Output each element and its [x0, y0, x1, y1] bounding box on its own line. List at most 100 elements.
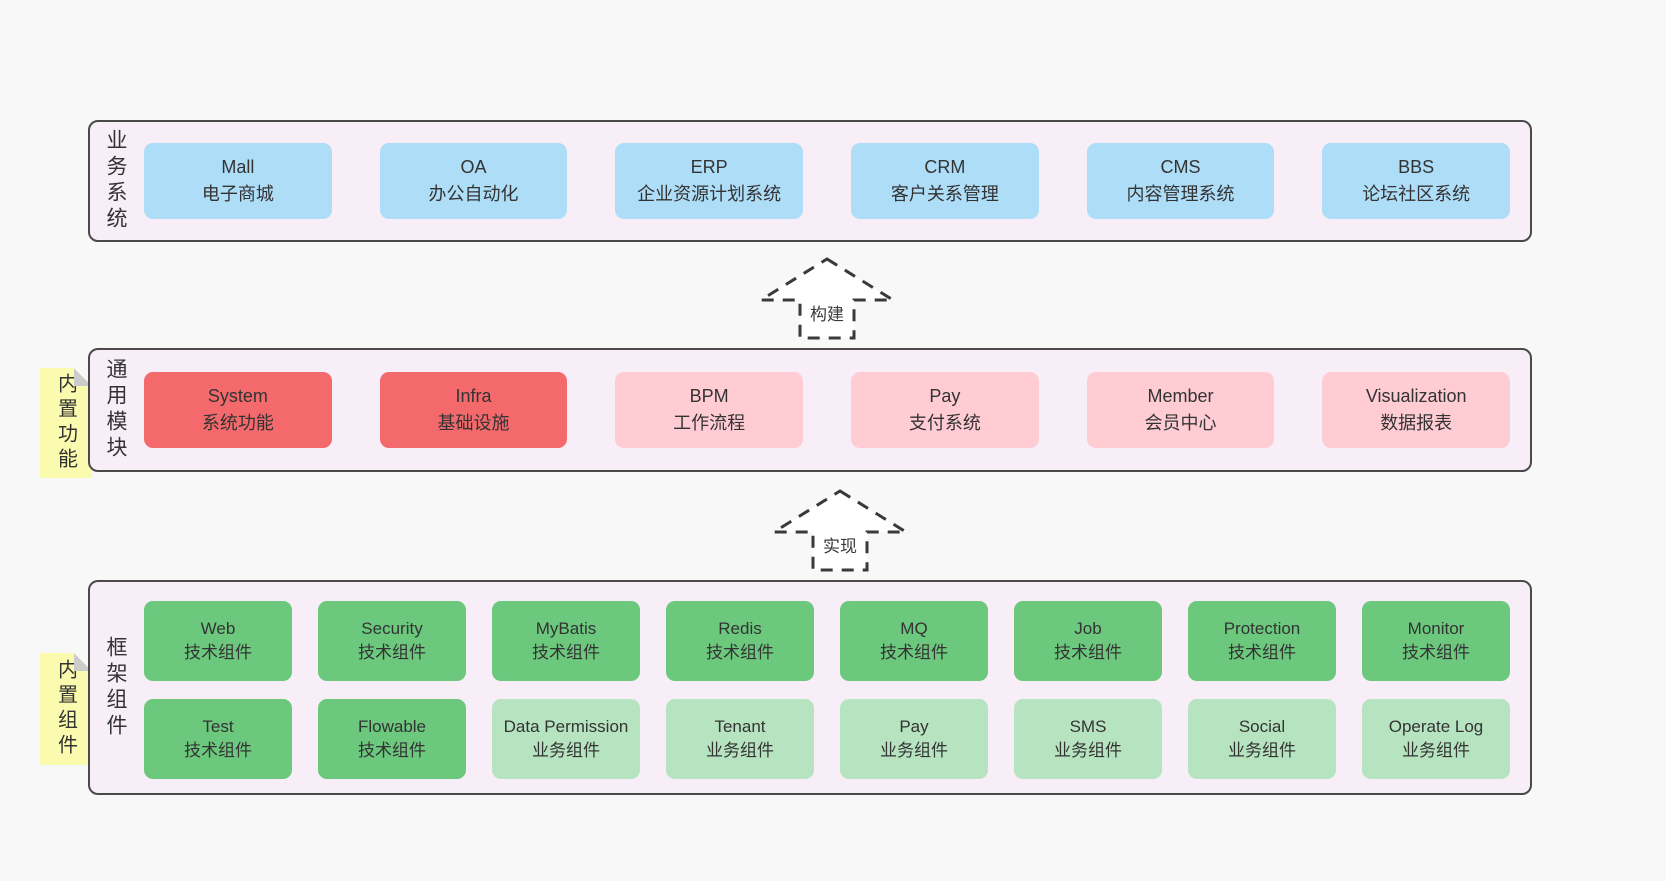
- build-arrow: 构建: [757, 256, 897, 342]
- box-oa-desc: 办公自动化: [428, 184, 519, 204]
- box-tenant: Tenant 业务组件: [666, 699, 814, 779]
- up-block-arrow-icon: [757, 257, 897, 340]
- box-pay-biz-desc: 业务组件: [880, 741, 948, 760]
- box-data-permission: Data Permission 业务组件: [492, 699, 640, 779]
- box-monitor-name: Monitor: [1407, 618, 1465, 638]
- box-system-name: System: [207, 386, 268, 406]
- box-infra: Infra 基础设施: [379, 372, 568, 448]
- business-systems-panel: 业务系统 Mall 电子商城 OA 办公自动化 ERP 企业资源计划系统 CRM…: [88, 120, 1532, 242]
- box-protection: Protection 技术组件: [1188, 601, 1336, 681]
- box-member: Member 会员中心: [1086, 372, 1275, 448]
- box-cms: CMS 内容管理系统: [1086, 143, 1275, 219]
- box-mall-name: Mall: [221, 157, 255, 177]
- framework-components-panel: 框架组件 Web 技术组件 Security 技术组件 MyBatis 技术组件…: [88, 580, 1532, 795]
- box-system-desc: 系统功能: [201, 413, 274, 433]
- box-web-desc: 技术组件: [184, 643, 252, 662]
- box-operate-log-desc: 业务组件: [1402, 741, 1470, 760]
- framework-components-label: 框架组件: [104, 635, 127, 740]
- box-redis-desc: 技术组件: [706, 643, 774, 662]
- box-mybatis-desc: 技术组件: [532, 643, 600, 662]
- box-member-name: Member: [1147, 386, 1214, 406]
- built-in-components-note-label: 内置组件: [54, 659, 77, 759]
- box-bpm-name: BPM: [689, 386, 729, 406]
- box-pay: Pay 支付系统: [851, 372, 1039, 448]
- box-flowable-name: Flowable: [357, 716, 427, 736]
- box-visualization-desc: 数据报表: [1380, 413, 1453, 433]
- box-pay-biz: Pay 业务组件: [840, 699, 988, 779]
- built-in-features-note: 内置功能: [40, 368, 92, 478]
- box-job-desc: 技术组件: [1054, 643, 1122, 662]
- up-block-arrow-icon: [770, 489, 910, 572]
- box-sms-name: SMS: [1069, 716, 1107, 736]
- box-pay-name: Pay: [929, 386, 961, 406]
- box-bbs-desc: 论坛社区系统: [1362, 184, 1471, 204]
- framework-components-boxes: Web 技术组件 Security 技术组件 MyBatis 技术组件 Redi…: [140, 582, 1530, 793]
- common-modules-panel: 通用模块 System 系统功能 Infra 基础设施 BPM 工作流程 Pay…: [88, 348, 1532, 472]
- box-protection-name: Protection: [1223, 618, 1301, 638]
- box-oa: OA 办公自动化: [379, 143, 568, 219]
- box-mq: MQ 技术组件: [840, 601, 988, 681]
- box-web: Web 技术组件: [144, 601, 292, 681]
- box-mybatis: MyBatis 技术组件: [492, 601, 640, 681]
- box-crm-desc: 客户关系管理: [890, 184, 999, 204]
- box-tenant-desc: 业务组件: [706, 741, 774, 760]
- implement-arrow-label: 实现: [820, 532, 860, 557]
- box-mall: Mall 电子商城: [144, 143, 332, 219]
- box-pay-biz-name: Pay: [899, 716, 929, 736]
- box-web-name: Web: [200, 618, 236, 638]
- box-flowable-desc: 技术组件: [358, 741, 426, 760]
- box-bbs-name: BBS: [1398, 157, 1435, 177]
- box-mall-desc: 电子商城: [201, 184, 274, 204]
- box-visualization: Visualization 数据报表: [1322, 372, 1511, 448]
- box-infra-name: Infra: [455, 386, 492, 406]
- box-data-permission-name: Data Permission: [503, 716, 629, 736]
- implement-arrow: 实现: [770, 488, 910, 574]
- box-security-desc: 技术组件: [358, 643, 426, 662]
- box-operate-log-name: Operate Log: [1388, 716, 1484, 736]
- framework-components-row-1: Web 技术组件 Security 技术组件 MyBatis 技术组件 Redi…: [144, 601, 1510, 681]
- box-erp: ERP 企业资源计划系统: [615, 143, 804, 219]
- box-test: Test 技术组件: [144, 699, 292, 779]
- box-sms: SMS 业务组件: [1014, 699, 1162, 779]
- box-visualization-name: Visualization: [1365, 386, 1467, 406]
- built-in-components-note: 内置组件: [40, 653, 92, 765]
- box-social: Social 业务组件: [1188, 699, 1336, 779]
- framework-components-row-2: Test 技术组件 Flowable 技术组件 Data Permission …: [144, 699, 1510, 779]
- box-crm-name: CRM: [924, 157, 966, 177]
- box-bpm: BPM 工作流程: [615, 372, 804, 448]
- box-data-permission-desc: 业务组件: [532, 741, 600, 760]
- box-erp-desc: 企业资源计划系统: [637, 184, 782, 204]
- box-redis-name: Redis: [718, 618, 762, 638]
- common-modules-boxes: System 系统功能 Infra 基础设施 BPM 工作流程 Pay 支付系统…: [140, 350, 1530, 470]
- box-job-name: Job: [1074, 618, 1102, 638]
- business-systems-label: 业务系统: [104, 129, 127, 233]
- box-mq-desc: 技术组件: [880, 643, 948, 662]
- box-mq-name: MQ: [900, 618, 928, 638]
- box-crm: CRM 客户关系管理: [851, 143, 1039, 219]
- box-sms-desc: 业务组件: [1054, 741, 1122, 760]
- box-security: Security 技术组件: [318, 601, 466, 681]
- build-arrow-label: 构建: [807, 300, 847, 325]
- box-monitor-desc: 技术组件: [1402, 643, 1470, 662]
- box-social-desc: 业务组件: [1228, 741, 1296, 760]
- box-test-name: Test: [202, 716, 234, 736]
- box-test-desc: 技术组件: [184, 741, 252, 760]
- box-cms-name: CMS: [1160, 157, 1201, 177]
- box-cms-desc: 内容管理系统: [1126, 184, 1235, 204]
- box-flowable: Flowable 技术组件: [318, 699, 466, 779]
- box-security-name: Security: [361, 618, 423, 638]
- box-job: Job 技术组件: [1014, 601, 1162, 681]
- box-bbs: BBS 论坛社区系统: [1322, 143, 1511, 219]
- box-protection-desc: 技术组件: [1228, 643, 1296, 662]
- box-operate-log: Operate Log 业务组件: [1362, 699, 1510, 779]
- box-bpm-desc: 工作流程: [673, 413, 746, 433]
- box-oa-name: OA: [460, 157, 487, 177]
- box-monitor: Monitor 技术组件: [1362, 601, 1510, 681]
- box-member-desc: 会员中心: [1144, 413, 1217, 433]
- box-social-name: Social: [1238, 716, 1286, 736]
- box-infra-desc: 基础设施: [437, 413, 510, 433]
- box-system: System 系统功能: [144, 372, 332, 448]
- box-mybatis-name: MyBatis: [535, 618, 597, 638]
- built-in-features-note-label: 内置功能: [54, 373, 77, 473]
